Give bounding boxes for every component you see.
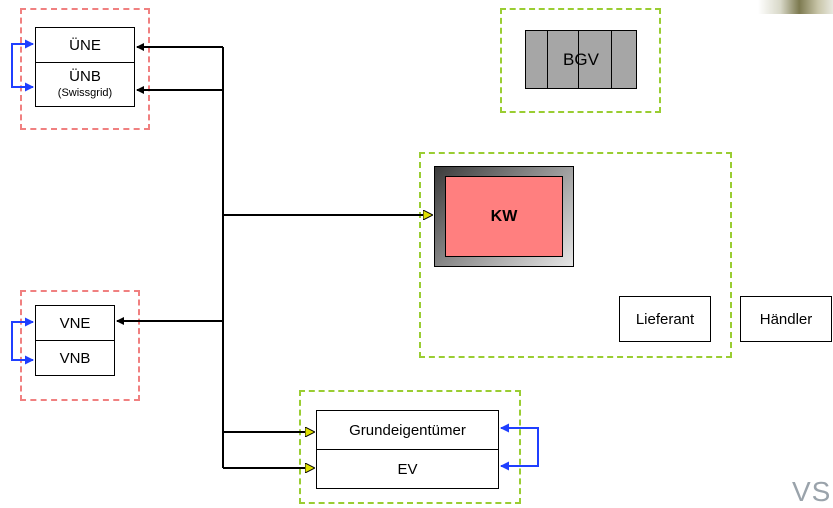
vne-label: VNE (59, 314, 91, 332)
blue-loop-une-unb (11, 43, 34, 92)
blue-loop-grund-ev (500, 427, 539, 471)
unb-label: ÜNB (69, 67, 101, 85)
bgv-divider-3 (611, 31, 612, 88)
ev-label: EV (397, 460, 418, 478)
unb-box: ÜNB (Swissgrid) (35, 62, 135, 107)
kw-label: KW (490, 207, 518, 225)
group-vne-vnb (20, 290, 140, 401)
ev-box: EV (316, 449, 499, 489)
une-label: ÜNE (69, 36, 101, 54)
group-bgv (500, 8, 661, 113)
kw-bevel: KW (434, 166, 574, 267)
unb-sub-label: (Swissgrid) (57, 86, 113, 99)
photo-fragment (758, 0, 833, 14)
grundeigentuemer-label: Grundeigentümer (349, 421, 466, 439)
group-kw (419, 152, 732, 358)
bgv-divider-2 (578, 31, 579, 88)
bgv-box: BGV (525, 30, 637, 89)
bgv-divider-1 (547, 31, 548, 88)
grundeigentuemer-box: Grundeigentümer (316, 410, 499, 450)
une-box: ÜNE (35, 27, 135, 63)
haendler-label: Händler (759, 310, 813, 328)
kw-box: KW (445, 176, 563, 257)
group-grundeigentuemer-ev (299, 390, 521, 504)
haendler-box: Händler (740, 296, 832, 342)
group-une-unb (20, 8, 150, 130)
lieferant-box: Lieferant (619, 296, 711, 342)
watermark-text: VS (792, 476, 832, 507)
blue-loop-vne-vnb (11, 321, 34, 365)
vnb-box: VNB (35, 340, 115, 376)
bgv-label: BGV (563, 49, 599, 69)
lieferant-label: Lieferant (635, 310, 695, 328)
vnb-label: VNB (59, 349, 91, 367)
